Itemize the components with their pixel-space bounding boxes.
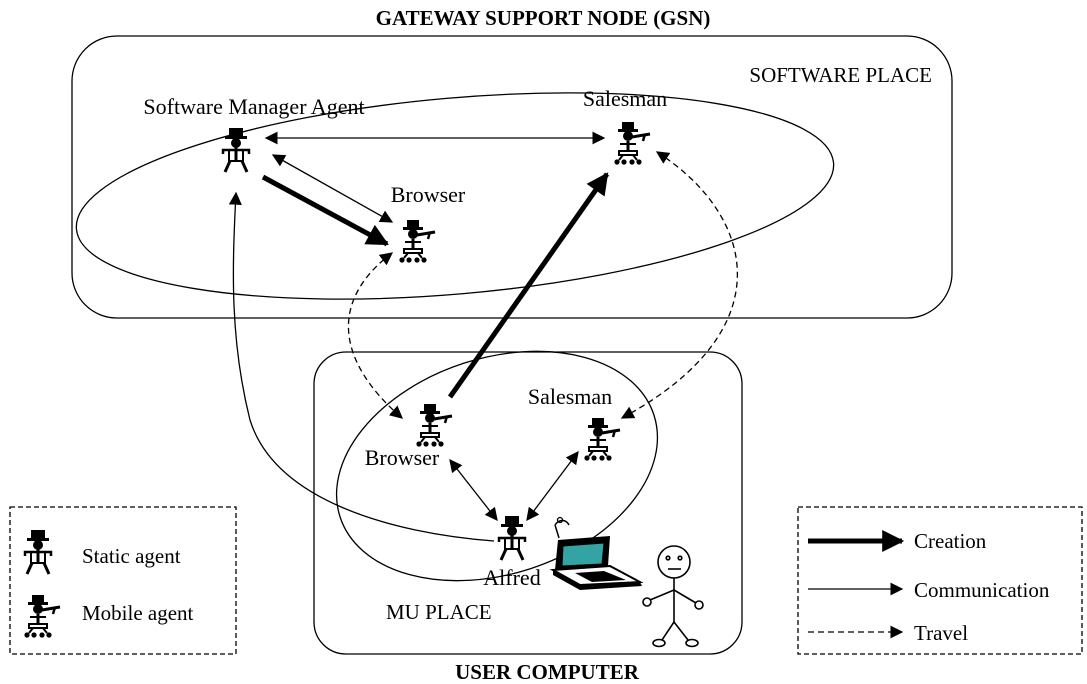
legend-communication-label: Communication (914, 578, 1050, 602)
salesman-bottom-mobile-agent-icon (582, 416, 622, 463)
salesman-top-label: Salesman (583, 86, 667, 111)
creation-arrow-manager-to-browser (261, 174, 389, 247)
browser-bottom-mobile-agent-icon (414, 402, 454, 449)
agent-legend: Static agent Mobile agent (9, 506, 237, 655)
mu-place-label: MU PLACE (386, 600, 492, 624)
travel-arrow-browser (347, 252, 403, 419)
communication-arrow-browser-alfred (449, 458, 498, 522)
arrow-legend: Creation Communication Travel (797, 506, 1083, 655)
legend-travel-label: Travel (914, 621, 968, 645)
software-place-ellipse (75, 92, 835, 300)
travel-arrow-salesman (620, 151, 738, 419)
legend-static-agent-label: Static agent (82, 544, 181, 568)
salesman-bottom-label: Salesman (528, 384, 612, 409)
alfred-label: Alfred (483, 565, 540, 590)
software-place-label: SOFTWARE PLACE (749, 63, 932, 87)
gsn-container (71, 35, 953, 319)
creation-arrow-browser-to-salesman (447, 172, 610, 399)
software-manager-static-agent-icon (221, 126, 251, 174)
user-computer-title: USER COMPUTER (455, 660, 640, 684)
communication-arrow-alfred-salesman (526, 450, 579, 522)
user-stick-figure-icon (642, 545, 704, 648)
legend-creation-label: Creation (914, 529, 987, 553)
salesman-top-mobile-agent-icon (612, 120, 652, 167)
browser-top-mobile-agent-icon (397, 218, 437, 265)
alfred-static-agent-icon (497, 514, 527, 562)
laptop-icon (549, 516, 644, 590)
browser-top-label: Browser (391, 182, 466, 207)
software-manager-agent-label: Software Manager Agent (143, 94, 364, 119)
communication-arrow-manager-browser (271, 154, 394, 223)
legend-mobile-agent-icon (22, 593, 62, 640)
legend-mobile-agent-label: Mobile agent (82, 601, 194, 625)
communication-arrow-alfred-to-manager (228, 191, 495, 542)
browser-bottom-label: Browser (365, 445, 440, 470)
legend-static-agent-icon (23, 528, 53, 576)
gsn-title: GATEWAY SUPPORT NODE (GSN) (376, 6, 711, 30)
